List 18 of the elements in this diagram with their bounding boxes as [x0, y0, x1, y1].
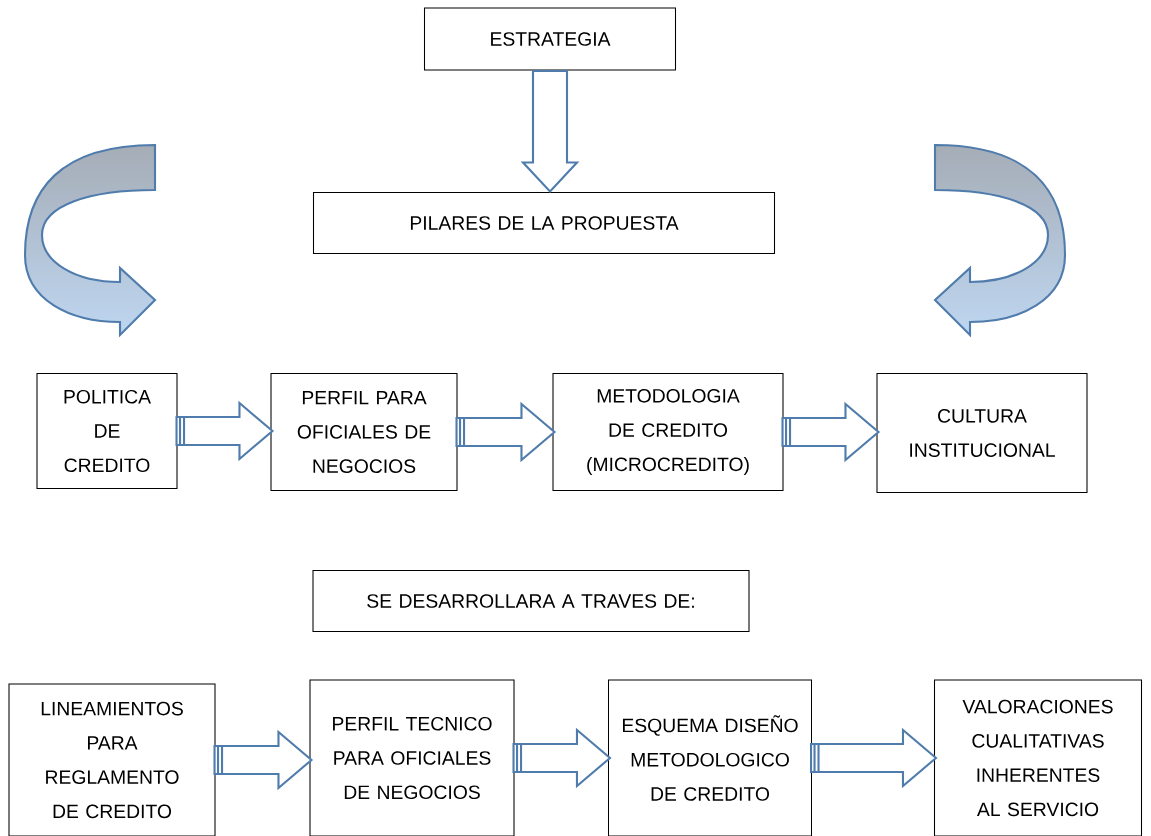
- block-arrow: [512, 727, 612, 789]
- block-arrow: [175, 400, 275, 462]
- process-box: VALORACIONES CUALITATIVAS INHERENTES AL SERVICIO: [933, 679, 1143, 836]
- process-box: CULTURA INSTITUCIONAL: [876, 372, 1088, 494]
- block-arrow: [455, 401, 557, 463]
- block-arrow: [520, 69, 580, 193]
- process-box: ESTRATEGIA: [423, 7, 677, 71]
- process-box: LINEAMIENTOS PARA REGLAMENTO DE CREDITO: [8, 683, 216, 836]
- process-box: PERFIL TECNICO PARA OFICIALES DE NEGOCIOS: [309, 679, 515, 836]
- block-arrow: [781, 401, 881, 463]
- process-box: SE DESARROLLARA A TRAVES DE:: [312, 569, 750, 632]
- process-box: PERFIL PARA OFICIALES DE NEGOCIOS: [270, 372, 458, 491]
- process-box: METODOLOGIA DE CREDITO (MICROCREDITO): [552, 372, 784, 491]
- process-box: PILARES DE LA PROPUESTA: [312, 191, 776, 254]
- block-arrow: [809, 727, 938, 789]
- process-box: ESQUEMA DISEÑO METODOLOGICO DE CREDITO: [607, 679, 813, 836]
- process-box: POLITICA DE CREDITO: [36, 372, 178, 489]
- block-arrow: [213, 729, 314, 791]
